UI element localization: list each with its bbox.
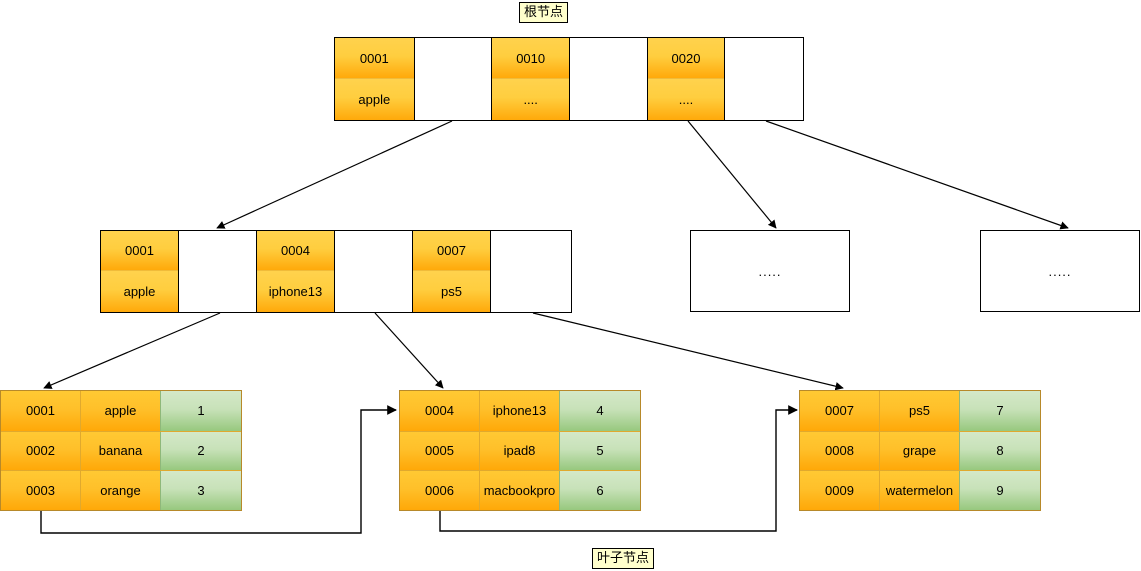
root-entry-0-key: 0001 (335, 38, 414, 79)
edge-internal-to-leaf-2 (374, 312, 444, 389)
internal-entry-1[interactable]: 0004 iphone13 (257, 231, 335, 312)
table-row[interactable]: 0003 orange 3 (1, 470, 241, 510)
placeholder-node-1[interactable]: ..... (690, 230, 850, 312)
table-row[interactable]: 0002 banana 2 (1, 430, 241, 471)
leaf-1-row-1-value: 2 (161, 431, 241, 471)
leaf-3-row-2-label: watermelon (880, 471, 960, 510)
caption-root-node: 根节点 (519, 2, 569, 23)
leaf-node-2[interactable]: 0004 iphone13 4 0005 ipad8 5 0006 macboo… (399, 390, 641, 511)
edge-root-to-placeholder-2 (765, 120, 1069, 230)
root-pointer-0[interactable] (414, 38, 493, 120)
leaf-3-row-0-id: 0007 (800, 391, 880, 431)
leaf-2-row-2-label: macbookpro (480, 471, 560, 510)
root-entry-1-key: 0010 (492, 38, 569, 79)
leaf-1-row-0-label: apple (81, 391, 161, 431)
table-row[interactable]: 0005 ipad8 5 (400, 430, 640, 471)
table-row[interactable]: 0001 apple 1 (1, 391, 241, 431)
leaf-3-row-2-id: 0009 (800, 471, 880, 510)
internal-pointer-0[interactable] (179, 231, 257, 312)
leaf-1-row-2-value: 3 (161, 471, 241, 510)
leaf-2-row-1-label: ipad8 (480, 431, 560, 471)
leaf-3-row-1-label: grape (880, 431, 960, 471)
root-entry-0[interactable]: 0001 apple (335, 38, 415, 120)
root-entry-0-value: apple (335, 79, 414, 120)
internal-entry-0[interactable]: 0001 apple (101, 231, 179, 312)
leaf-3-row-1-id: 0008 (800, 431, 880, 471)
leaf-1-row-2-label: orange (81, 471, 161, 510)
leaf-1-row-1-id: 0002 (1, 431, 81, 471)
leaf-1-row-0-value: 1 (161, 391, 241, 431)
placeholder-node-2[interactable]: ..... (980, 230, 1140, 312)
leaf-2-row-1-value: 5 (560, 431, 640, 471)
edge-root-to-placeholder-1 (687, 120, 777, 229)
leaf-1-row-0-id: 0001 (1, 391, 81, 431)
leaf-2-row-2-value: 6 (560, 471, 640, 510)
leaf-3-row-1-value: 8 (960, 431, 1040, 471)
leaf-2-row-1-id: 0005 (400, 431, 480, 471)
leaf-2-row-0-id: 0004 (400, 391, 480, 431)
internal-entry-1-key: 0004 (257, 231, 334, 271)
table-row[interactable]: 0007 ps5 7 (800, 391, 1040, 431)
leaf-3-row-0-label: ps5 (880, 391, 960, 431)
internal-pointer-2[interactable] (491, 231, 569, 312)
edge-root-to-internal (216, 120, 453, 229)
leaf-3-row-2-value: 9 (960, 471, 1040, 510)
internal-entry-2[interactable]: 0007 ps5 (413, 231, 491, 312)
leaf-node-1[interactable]: 0001 apple 1 0002 banana 2 0003 orange 3 (0, 390, 242, 511)
root-node[interactable]: 0001 apple 0010 .... 0020 .... (334, 37, 804, 121)
root-pointer-2[interactable] (725, 38, 804, 120)
edge-internal-to-leaf-1 (43, 312, 221, 389)
leaf-2-row-0-value: 4 (560, 391, 640, 431)
leaf-2-row-2-id: 0006 (400, 471, 480, 510)
root-entry-2-value: .... (647, 79, 725, 120)
root-entry-1[interactable]: 0010 .... (492, 38, 570, 120)
leaf-2-row-0-label: iphone13 (480, 391, 560, 431)
internal-entry-0-key: 0001 (101, 231, 178, 271)
internal-entry-0-value: apple (101, 271, 178, 312)
table-row[interactable]: 0006 macbookpro 6 (400, 470, 640, 510)
internal-entry-1-value: iphone13 (257, 271, 334, 312)
table-row[interactable]: 0008 grape 8 (800, 430, 1040, 471)
root-pointer-1[interactable] (570, 38, 648, 120)
root-entry-2-key: 0020 (647, 38, 725, 79)
internal-pointer-1[interactable] (335, 231, 413, 312)
internal-entry-2-value: ps5 (413, 271, 490, 312)
edge-internal-to-leaf-3 (532, 312, 844, 391)
leaf-3-row-0-value: 7 (960, 391, 1040, 431)
root-entry-1-value: .... (492, 79, 569, 120)
table-row[interactable]: 0009 watermelon 9 (800, 470, 1040, 510)
leaf-1-row-2-id: 0003 (1, 471, 81, 510)
internal-entry-2-key: 0007 (413, 231, 490, 271)
table-row[interactable]: 0004 iphone13 4 (400, 391, 640, 431)
internal-node[interactable]: 0001 apple 0004 iphone13 0007 ps5 (100, 230, 572, 313)
caption-leaf-node: 叶子节点 (592, 548, 655, 569)
root-entry-2[interactable]: 0020 .... (647, 38, 726, 120)
leaf-1-row-1-label: banana (81, 431, 161, 471)
leaf-node-3[interactable]: 0007 ps5 7 0008 grape 8 0009 watermelon … (799, 390, 1041, 511)
